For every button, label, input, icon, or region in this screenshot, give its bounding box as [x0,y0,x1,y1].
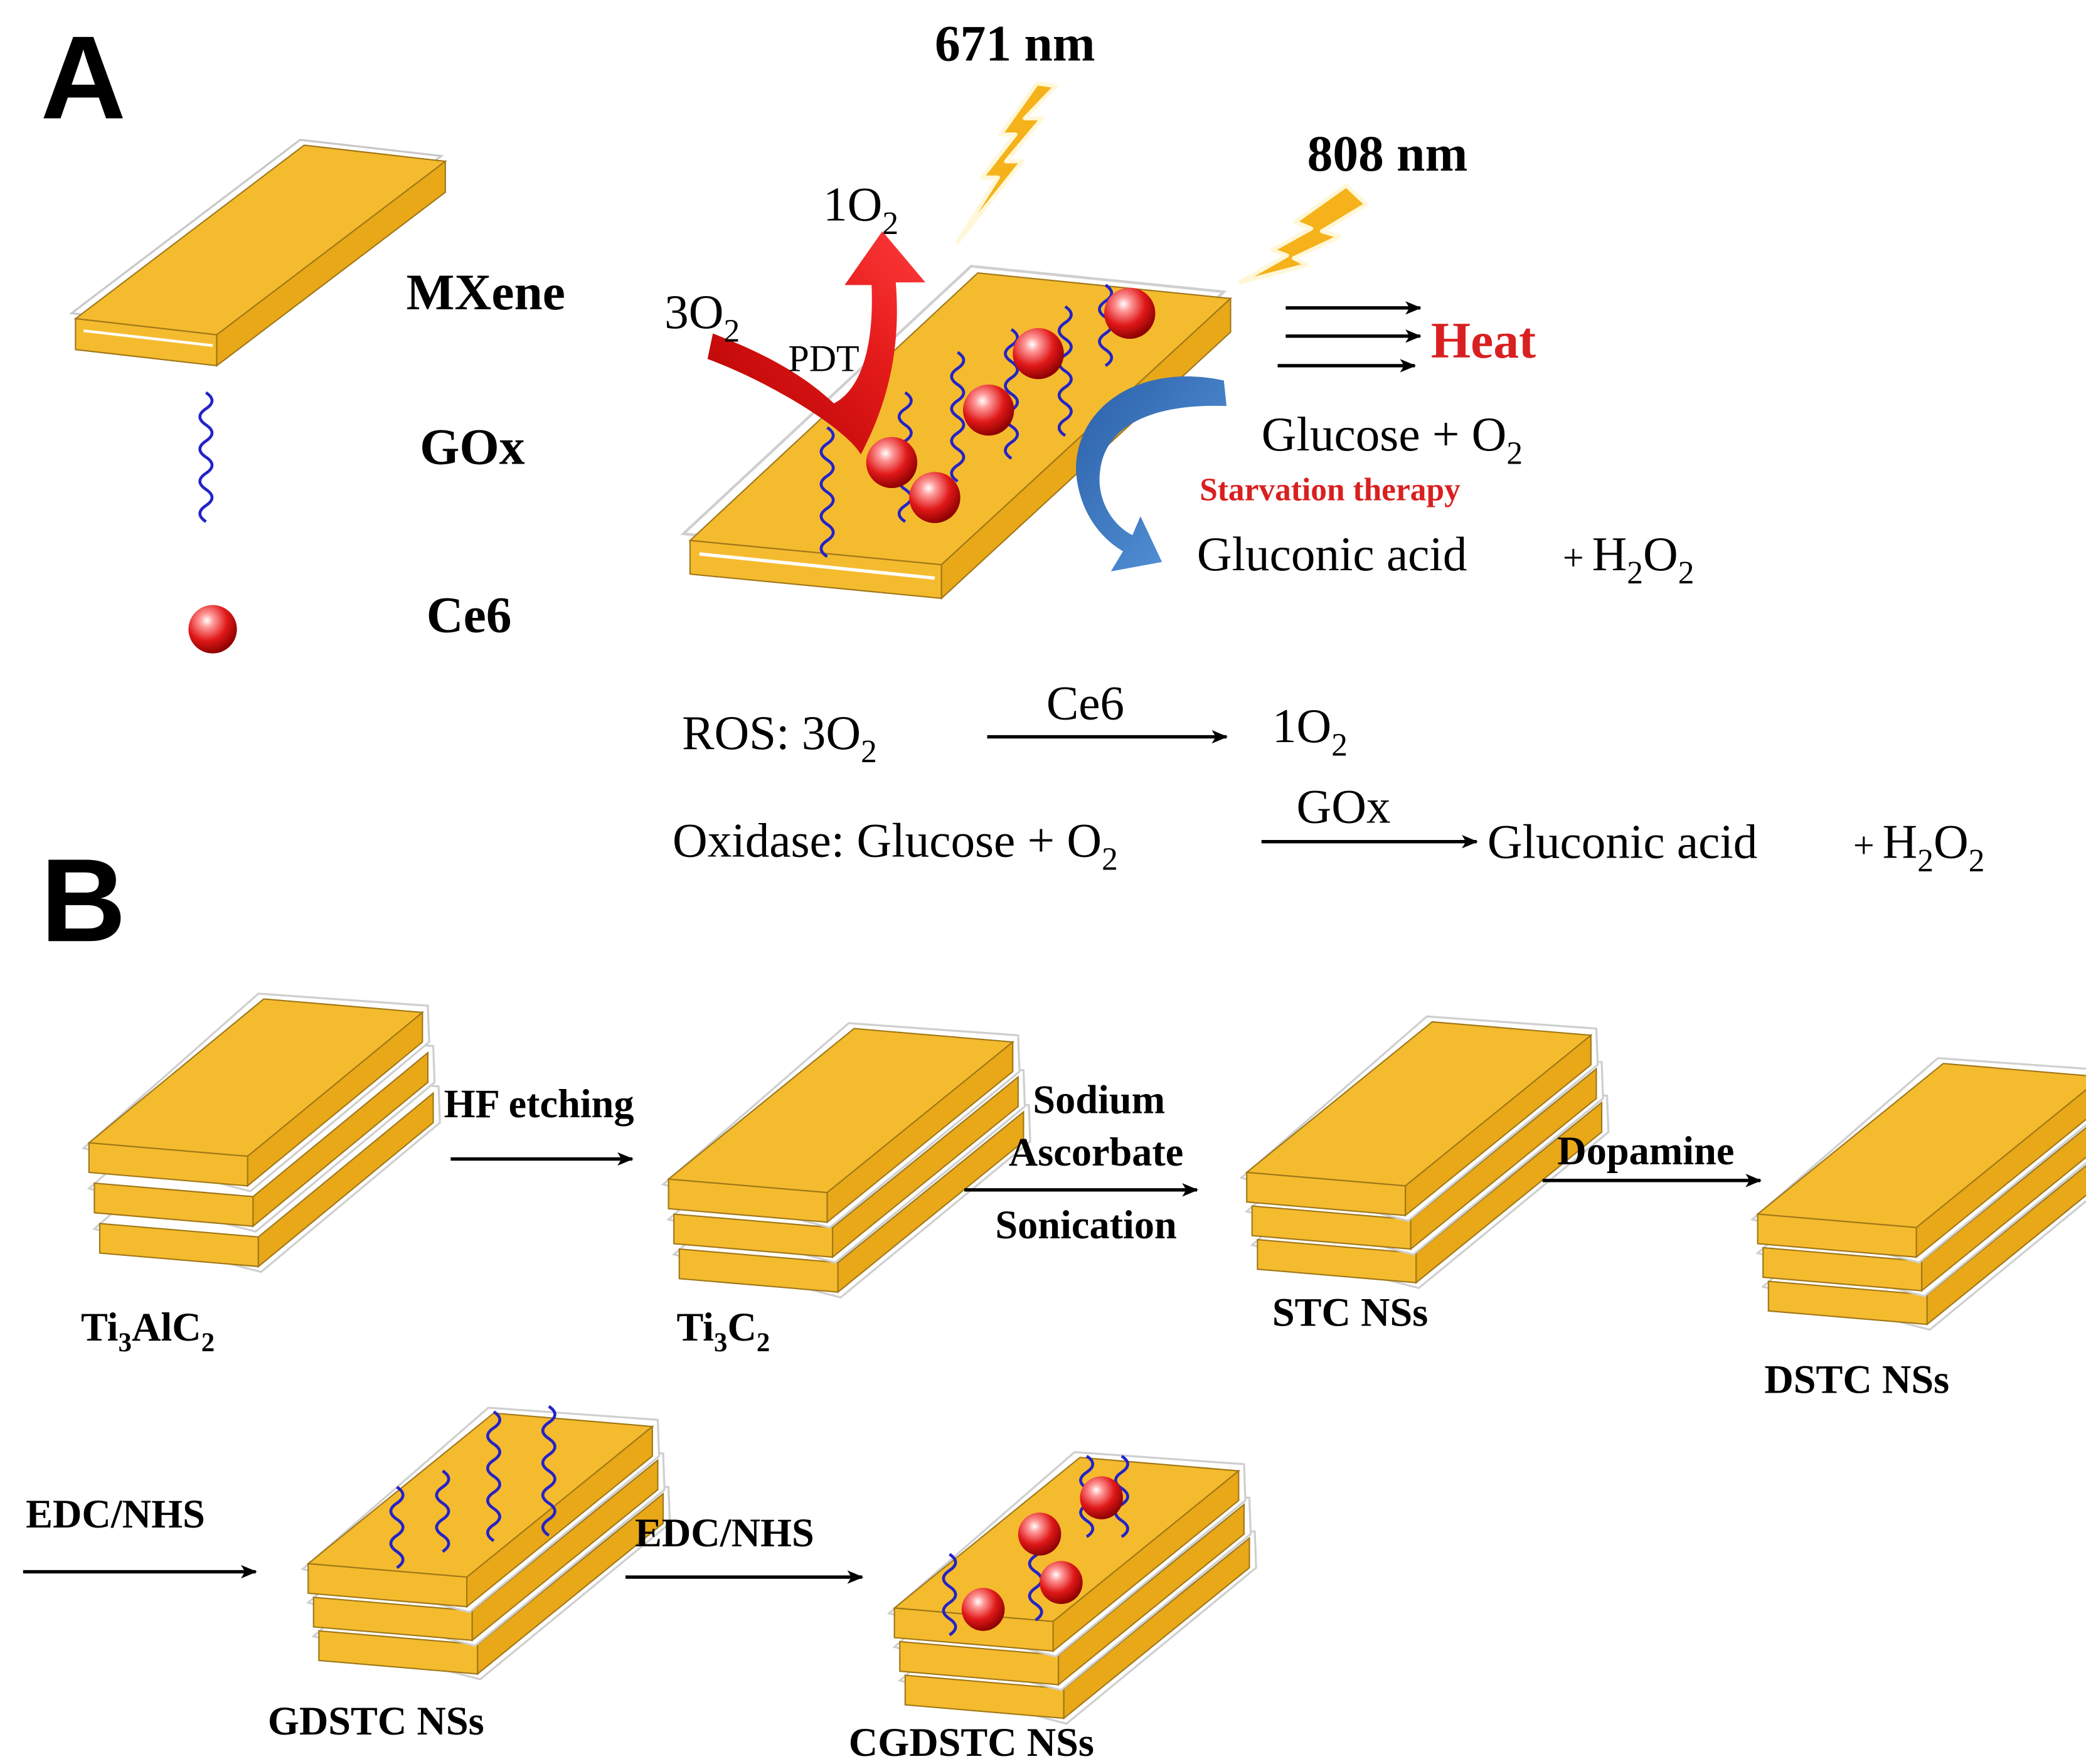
step-label-cgdstc: CGDSTC NSs [849,1720,1094,1764]
step-label-dstc: DSTC NSs [1764,1357,1949,1401]
ros-equation: ROS: 3O2 Ce6 1O2 [682,676,1348,770]
ce6-particles-cgdstc [961,1476,1124,1631]
ce6-particles-main [866,287,1156,523]
wavelength-671-label: 671 nm [935,14,1095,72]
singlet-oxygen-label: 1O2 [823,178,898,242]
heat-arrows [1277,301,1422,373]
starvation-therapy-label: Starvation therapy [1200,472,1461,507]
step-label-gdstc: GDSTC NSs [268,1699,484,1743]
stack-ti3c2 [661,1022,1031,1299]
triplet-oxygen-label: 3O2 [664,285,740,349]
stack-stc [1239,1015,1610,1290]
glucose-o2-label: Glucose + O2 [1262,407,1523,471]
stack-gdstc [301,1406,671,1681]
laser-808-bolt-icon [1238,183,1369,285]
dopamine-label: Dopamine [1557,1129,1734,1173]
ros-equation-right: 1O2 [1272,699,1348,763]
panel-a: A MXene GOx Ce6 [41,11,1985,879]
panel-b: B HF etc [23,834,2086,1764]
gluconic-acid-label: Gluconic acid [1197,527,1467,581]
wavelength-808-label: 808 nm [1307,125,1468,182]
oxidase-catalyst-label: GOx [1297,780,1391,834]
panel-a-letter: A [41,11,126,144]
ascorbate-label: Ascorbate [1009,1130,1183,1174]
legend-ce6-label: Ce6 [427,586,512,643]
oxidase-equation-left: Oxidase: Glucose + O2 [673,813,1118,877]
step-label-stc: STC NSs [1272,1290,1428,1334]
oxidase-product-label: Gluconic acid [1487,814,1758,868]
step-label-ti3alc2: Ti3AlC2 [81,1305,215,1358]
laser-671-bolt-icon [955,81,1058,245]
starvation-blue-arrow [1076,376,1227,571]
sodium-label: Sodium [1033,1078,1165,1122]
stack-ti3alc2 [81,992,441,1273]
h2o2-label: +H2O2 [1563,527,1695,591]
edc-nhs-label-2: EDC/NHS [635,1511,814,1555]
heat-label: Heat [1431,312,1536,369]
gox-chain-icon [200,393,212,522]
edc-nhs-label-1: EDC/NHS [26,1492,205,1536]
process-arrows [23,1152,1762,1584]
mxene-slab-icon [68,139,447,368]
step-label-ti3c2: Ti3C2 [676,1305,770,1358]
pdt-label: PDT [788,338,859,380]
hf-etching-label: HF etching [444,1081,634,1126]
ce6-particle-icon [188,605,237,654]
sonication-label: Sonication [995,1203,1176,1247]
oxidase-h2o2-label: +H2O2 [1853,814,1985,878]
panel-b-letter: B [41,834,126,966]
stack-dstc [1750,1057,2086,1331]
ros-equation-left: ROS: 3O2 [682,706,877,770]
oxidase-equation: Oxidase: Glucose + O2 GOx Gluconic acid … [673,780,1984,879]
ros-catalyst-label: Ce6 [1046,676,1124,730]
legend-mxene-label: MXene [407,263,565,321]
pdt-red-arrow [707,231,925,455]
legend-gox-label: GOx [420,418,525,475]
